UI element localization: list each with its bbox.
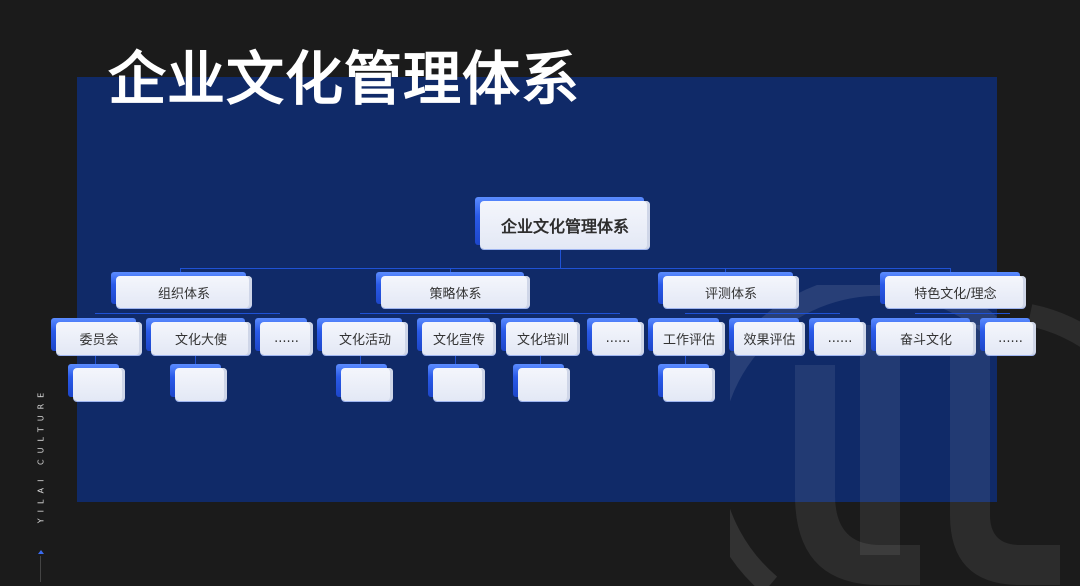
connector-l3-4 <box>455 354 456 366</box>
connector-b2-horizontal <box>360 313 620 314</box>
org-node-b3-c1-sub[interactable] <box>658 364 715 401</box>
org-node-b2-c3[interactable]: 文化培训 <box>501 318 580 355</box>
org-node-b1-c2[interactable]: 文化大使 <box>146 318 251 355</box>
org-node-branch-3[interactable]: 评测体系 <box>658 272 799 308</box>
org-node-b4-c1[interactable]: 奋斗文化 <box>871 318 976 355</box>
connector-l3-1 <box>95 354 96 366</box>
org-node-b1-c3[interactable]: ...... <box>255 318 313 355</box>
org-node-branch-1[interactable]: 组织体系 <box>111 272 252 308</box>
connector-root-down <box>560 248 561 268</box>
side-divider <box>40 556 41 582</box>
connector-l3-3 <box>360 354 361 366</box>
org-node-b1-c1-sub[interactable] <box>68 364 125 401</box>
org-node-b4-c2[interactable]: ...... <box>980 318 1036 355</box>
connector-l3-2 <box>195 354 196 366</box>
org-node-b1-c2-sub[interactable] <box>170 364 227 401</box>
org-node-b3-c2[interactable]: 效果评估 <box>729 318 805 355</box>
org-node-b3-c1[interactable]: 工作评估 <box>648 318 725 355</box>
org-node-b2-c2[interactable]: 文化宣传 <box>417 318 496 355</box>
org-node-b2-c4[interactable]: ...... <box>587 318 644 355</box>
page-title: 企业文化管理体系 <box>108 45 581 113</box>
triangle-marker-icon <box>38 550 44 556</box>
org-node-b2-c2-sub[interactable] <box>428 364 485 401</box>
org-node-b2-c1[interactable]: 文化活动 <box>317 318 408 355</box>
connector-b3-horizontal <box>685 313 840 314</box>
org-node-b1-c1[interactable]: 委员会 <box>51 318 142 355</box>
brand-side-label: YILAI CULTURE <box>36 386 46 524</box>
connector-l3-5 <box>540 354 541 366</box>
org-node-b2-c1-sub[interactable] <box>336 364 393 401</box>
org-node-root[interactable]: 企业文化管理体系 <box>475 197 650 249</box>
connector-level1-horizontal <box>180 268 950 269</box>
connector-l3-6 <box>685 354 686 366</box>
connector-b1-horizontal <box>95 313 280 314</box>
connector-b4-horizontal <box>915 313 1010 314</box>
org-node-branch-4[interactable]: 特色文化/理念 <box>880 272 1026 308</box>
org-node-branch-2[interactable]: 策略体系 <box>376 272 530 308</box>
org-node-b2-c3-sub[interactable] <box>513 364 570 401</box>
org-node-b3-c3[interactable]: ...... <box>809 318 866 355</box>
